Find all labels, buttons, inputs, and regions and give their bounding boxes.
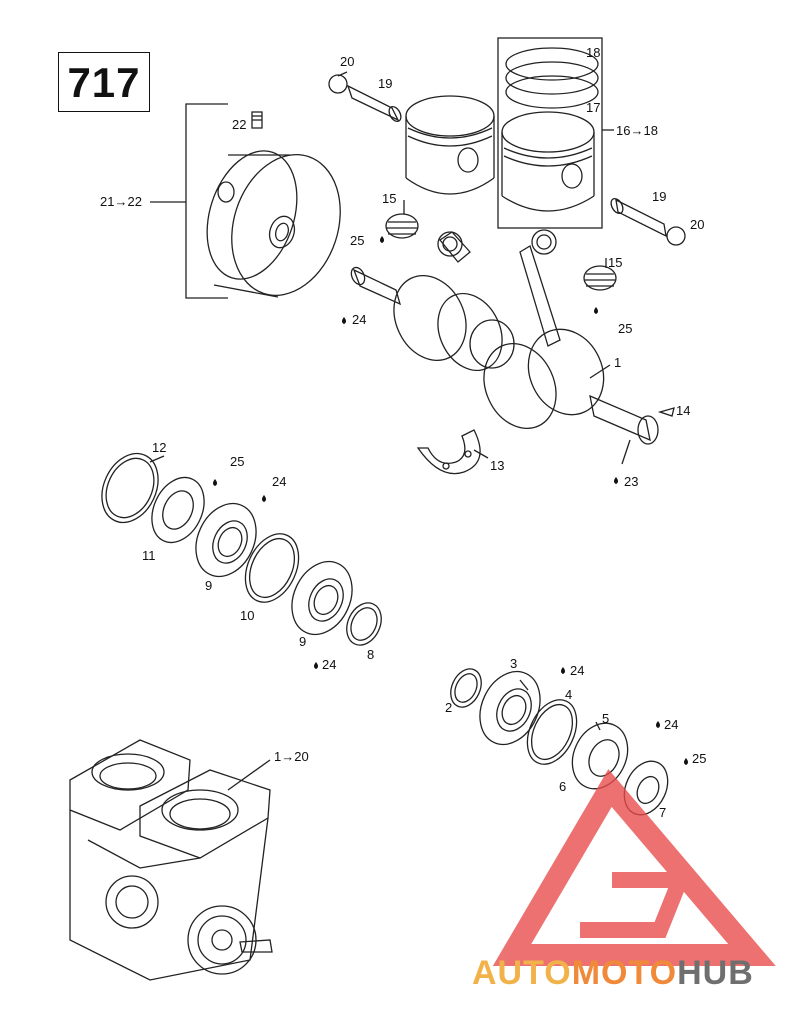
label-25-d: 25 [692,751,707,766]
oil-drop-icon [614,477,618,484]
label-17: 17 [586,100,601,115]
watermark-logo [492,769,776,966]
label-2: 2 [445,700,453,715]
oil-drop-icon [262,495,266,502]
needle-bearing-15-right [583,265,617,291]
bearing-9-a [195,502,257,578]
label-20-left: 20 [340,54,355,69]
oil-drop-icons [213,236,688,765]
label-13: 13 [490,458,505,473]
ring-2 [450,668,482,708]
label-24-a: 24 [352,312,367,327]
half-ring-13 [416,429,481,475]
label-3: 3 [510,656,518,671]
model-number-box: 717 [58,52,150,112]
piston-right [501,111,595,212]
label-20-right: 20 [690,217,705,232]
label-25-c: 25 [230,454,245,469]
label-6: 6 [559,779,567,794]
label-25-a: 25 [350,233,365,248]
label-9-b: 9 [299,634,307,649]
label-10: 10 [240,608,255,623]
needle-bearing-15-left [385,213,419,239]
label-12: 12 [152,440,167,455]
label-22: 22 [232,117,247,132]
piston-box-16-18 [497,37,603,229]
label-24-b: 24 [272,474,287,489]
crankshaft [350,229,659,445]
bracket-21-22 [185,103,228,299]
bearing-9-b [291,560,353,636]
piston-rings-right [505,47,599,109]
oil-drop-icon [314,662,318,669]
key-14 [657,407,675,417]
label-24-d: 24 [570,663,585,678]
piston-pin-19-left [346,84,402,123]
label-24-c: 24 [322,657,337,672]
label-5: 5 [602,711,610,726]
label-9-a: 9 [205,578,213,593]
label-8: 8 [367,647,375,662]
label-14: 14 [676,403,691,418]
model-number: 717 [67,59,141,106]
watermark-text: AUTOMOTOHUB [472,955,754,991]
piston-pin-19-right [610,197,667,238]
ring-8 [346,602,382,646]
label-19-left: 19 [378,76,393,91]
engine-assembly [69,739,273,981]
label-1: 1 [614,355,622,370]
watermark-moto: MOTO [571,954,678,992]
circlip-20-right [666,226,686,246]
watermark-auto: AUTO [472,954,572,992]
oil-drop-icon [594,307,598,314]
label-15-left: 15 [382,191,397,206]
oil-drop-icon [380,236,384,243]
oil-drop-icon [656,721,660,728]
nut-22 [251,111,263,129]
piston-left [405,95,495,195]
label-25-b: 25 [618,321,633,336]
label-11: 11 [142,548,156,563]
label-7: 7 [659,805,667,820]
oil-drop-icon [561,667,565,674]
label-4: 4 [565,687,573,702]
bearing-3 [479,670,541,746]
ring-12 [101,452,159,524]
flywheel-housing [206,150,341,298]
label-23: 23 [624,474,639,489]
bearing-5 [571,722,629,790]
watermark-hub: HUB [677,954,754,992]
oil-drop-icon [213,479,217,486]
seal-11 [151,476,205,544]
ring-4 [526,699,578,765]
label-engine-1-20: 1→20 [274,749,309,764]
oil-drop-icon [684,758,688,765]
label-16-18: 16→18 [616,123,658,138]
label-21-22: 21→22 [100,194,142,209]
circlip-20-left [328,71,348,94]
label-19-right: 19 [652,189,667,204]
oil-drop-icon [342,317,346,324]
ring-10 [244,533,300,603]
label-18: 18 [586,45,601,60]
label-24-e: 24 [664,717,679,732]
label-15-right: 15 [608,255,623,270]
